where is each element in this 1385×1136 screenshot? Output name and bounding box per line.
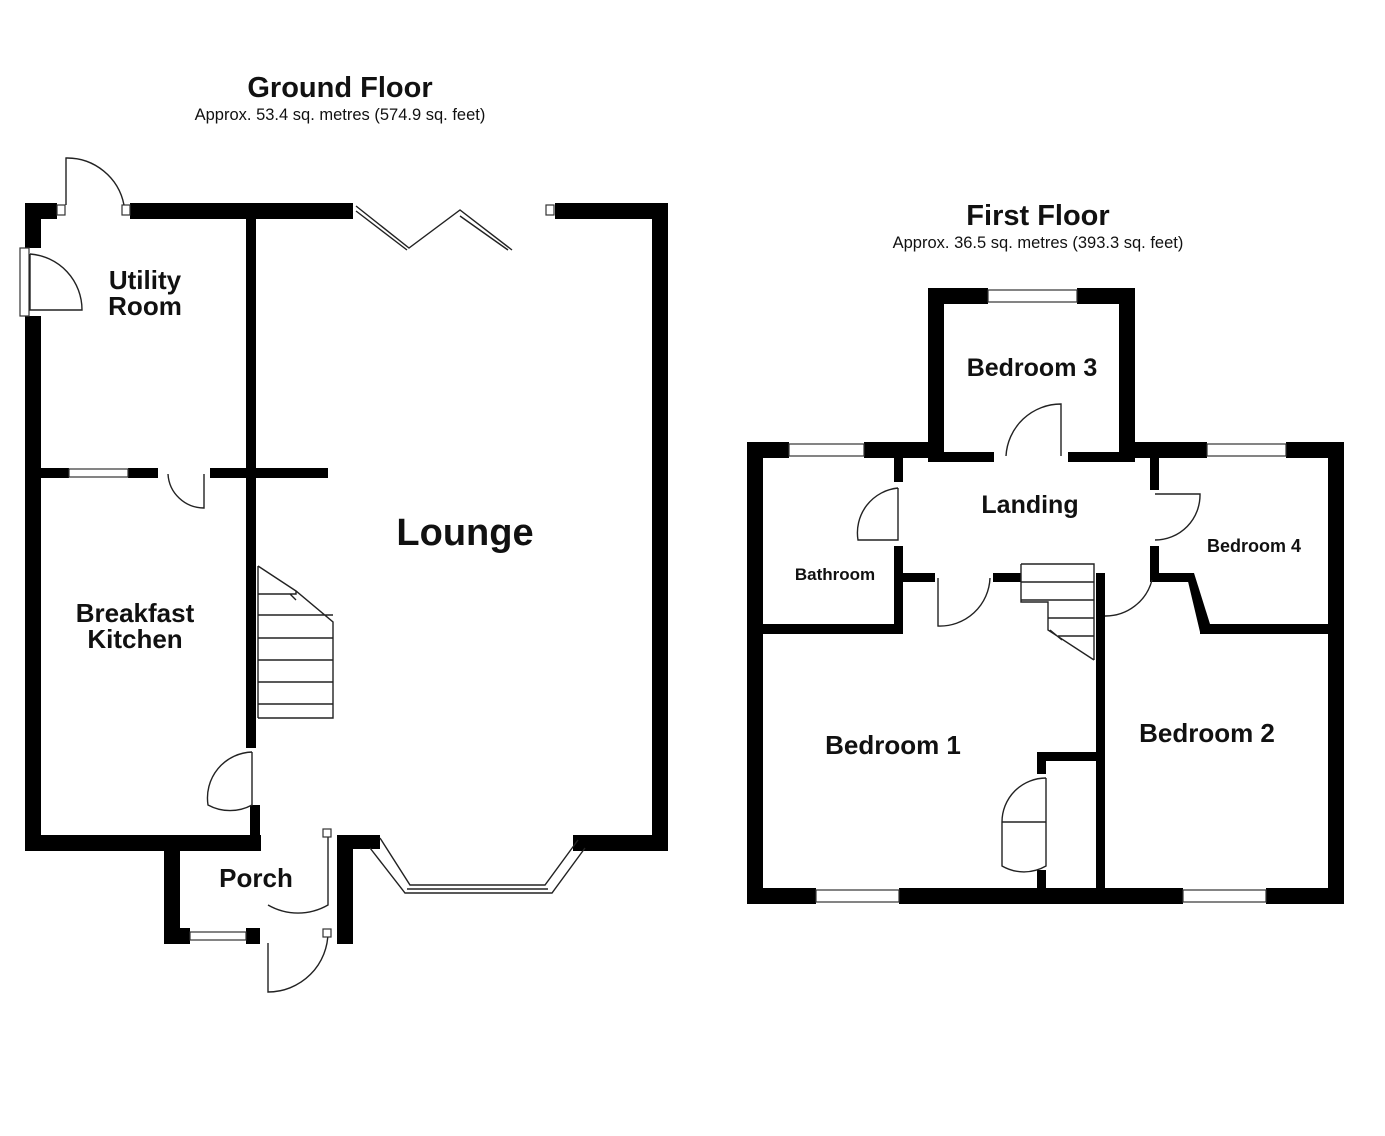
ground-bottom-wall-right (573, 835, 668, 851)
wardrobe-left-wall-lower (1037, 870, 1046, 904)
utility-side-window (19, 247, 30, 317)
porch-bottom-wall-left (164, 928, 190, 944)
porch-left-wall (164, 835, 180, 944)
room-label-landing: Landing (981, 491, 1079, 519)
landing-wall-stub-mid (993, 573, 1021, 582)
first-floor-heading: First Floor Approx. 36.5 sq. metres (393… (838, 199, 1238, 253)
bedroom4-door (1154, 493, 1201, 541)
bathroom-window (788, 443, 865, 457)
room-label-bathroom: Bathroom (794, 565, 876, 584)
ground-staircase (257, 565, 334, 719)
bedroom2-door (1104, 579, 1153, 617)
ground-top-wall-middle (130, 203, 353, 219)
room-label-bedroom-2: Bedroom 2 (1139, 718, 1275, 748)
first-staircase (1020, 563, 1095, 661)
first-right-wall (1328, 442, 1344, 904)
wardrobe-top-wall (1037, 752, 1105, 761)
kitchen-porch-wall-stub (250, 805, 260, 851)
bedroom4-angled-wall (1186, 573, 1210, 632)
utility-door-jamb-right (121, 204, 131, 216)
bedroom3-bottom-wall-left (928, 452, 994, 462)
porch-lounge-door (267, 835, 329, 914)
ground-top-wall-right (555, 203, 668, 219)
room-label-bedroom-3: Bedroom 3 (966, 354, 1098, 382)
porch-bottom-wall-right (246, 928, 260, 944)
porch-right-wall (337, 835, 353, 944)
ground-floor-title: Ground Floor (247, 72, 433, 104)
room-label-lounge: Lounge (396, 512, 534, 554)
bed1-bed2-partition (1096, 573, 1105, 904)
bedroom3-right-wall (1119, 288, 1135, 458)
ground-floor-plan (19, 157, 668, 993)
ground-left-wall-upper (25, 203, 41, 248)
lounge-door-jamb (545, 204, 555, 216)
room-label-breakfast-kitchen: Breakfast Kitchen (75, 598, 195, 654)
utility-side-door (29, 253, 83, 311)
porch-front-door (267, 931, 329, 993)
room-label-bedroom-1: Bedroom 1 (825, 730, 961, 760)
room-label-porch: Porch (219, 863, 293, 893)
first-top-wall-right-a (1119, 442, 1207, 458)
bathroom-bottom-wall (747, 624, 903, 634)
porch-window (189, 931, 247, 941)
bathroom-right-wall-lower (894, 546, 903, 634)
porch-door-jamb (322, 828, 332, 838)
bedroom4-left-wall-upper (1150, 458, 1159, 490)
wardrobe-left-wall-upper (1037, 752, 1046, 774)
bedroom2-window (1182, 889, 1267, 903)
lounge-bay-window (369, 837, 586, 894)
ground-right-wall (652, 203, 668, 851)
bedroom1-window (815, 889, 900, 903)
first-bottom-wall-a (747, 888, 816, 904)
ground-floor-heading: Ground Floor Approx. 53.4 sq. metres (57… (140, 71, 540, 125)
first-floor-title: First Floor (966, 200, 1110, 232)
room-label-bedroom-4: Bedroom 4 (1206, 536, 1302, 556)
bathroom-right-wall-upper (894, 458, 903, 482)
bedroom3-window (987, 289, 1078, 303)
bedroom4-bottom-wall-a (1150, 573, 1194, 582)
bathroom-door (856, 487, 899, 541)
bedroom4-window (1206, 443, 1287, 457)
utility-door-jamb-left (56, 204, 66, 216)
utility-kitchen-partition-b (128, 468, 158, 478)
bedroom3-bottom-wall-right (1068, 452, 1135, 462)
utility-back-door (65, 157, 125, 206)
kitchen-utility-door (167, 473, 205, 509)
porch-front-door-jamb (322, 928, 332, 938)
bedroom4-bottom-wall-b (1200, 624, 1344, 634)
first-top-wall-left-b (864, 442, 944, 458)
lounge-bifold-doors (355, 205, 513, 251)
utility-kitchen-partition-a (25, 468, 69, 478)
kitchen-lounge-door (206, 751, 253, 812)
utility-kitchen-partition-c (210, 468, 328, 478)
first-floor-plan (747, 288, 1344, 904)
bedroom1-door (937, 577, 991, 627)
bedroom3-door (1005, 403, 1062, 457)
first-bottom-wall-c (1266, 888, 1344, 904)
ground-bottom-wall-left (25, 835, 261, 851)
ground-left-wall-lower (25, 316, 41, 851)
room-label-utility-room: Utility Room (108, 265, 182, 321)
bedroom3-left-wall (928, 288, 944, 458)
kitchen-window (68, 468, 129, 478)
bedroom4-left-wall-lower (1150, 546, 1159, 580)
first-left-wall (747, 442, 763, 904)
first-floor-area: Approx. 36.5 sq. metres (393.3 sq. feet) (892, 234, 1184, 252)
wardrobe-doors (1001, 777, 1047, 873)
landing-wall-stub-left (903, 573, 935, 582)
ground-floor-area: Approx. 53.4 sq. metres (574.9 sq. feet) (194, 106, 486, 124)
porch-lounge-return (337, 835, 380, 849)
